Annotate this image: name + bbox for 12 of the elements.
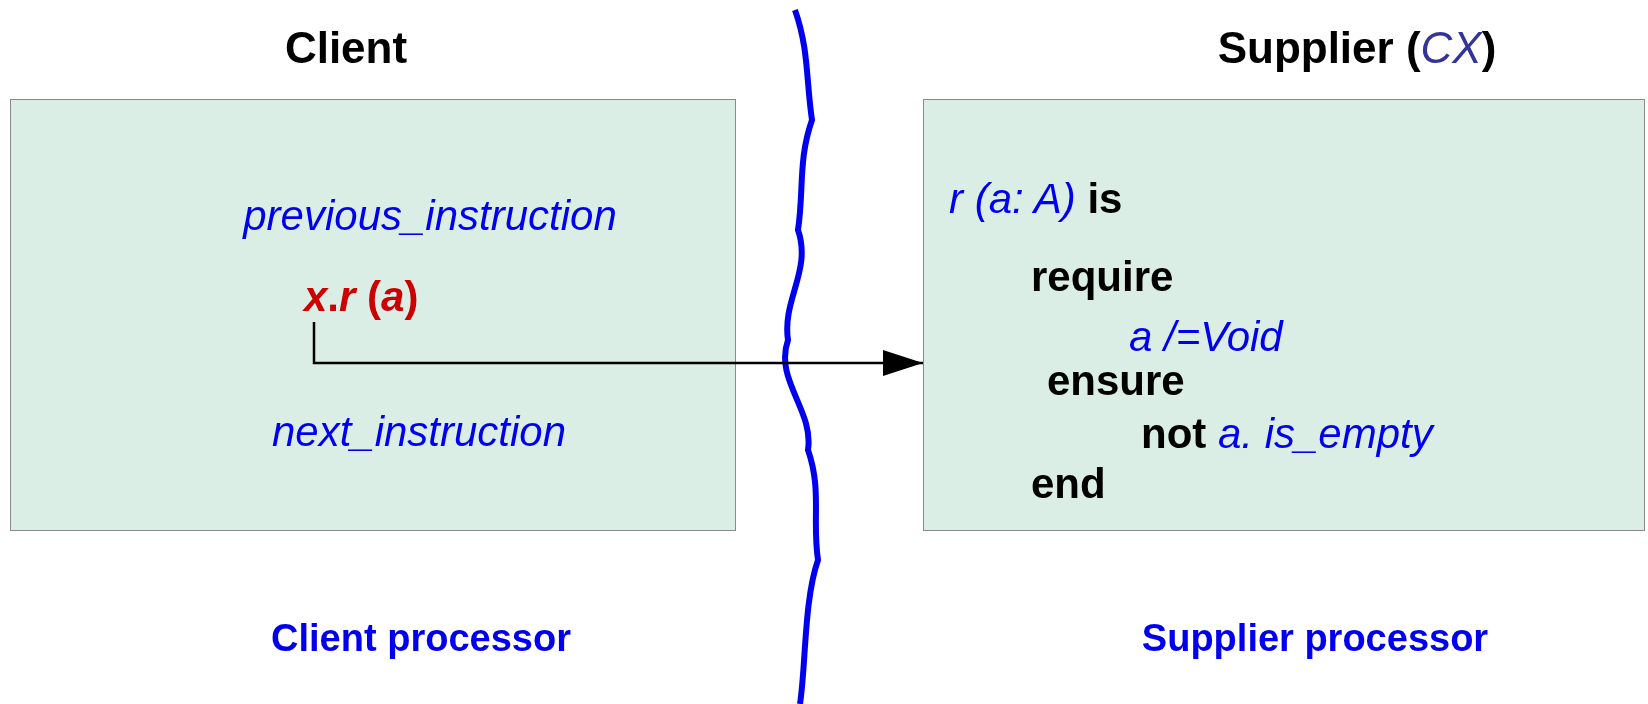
processor-caption: Supplier processor [1141, 618, 1489, 660]
instruction-text: previous_instruction [243, 192, 617, 240]
keyword: end [1031, 460, 1106, 508]
heading: Supplier (CX) [1217, 23, 1497, 73]
postcondition-expression: not a. is_empty [1141, 410, 1433, 458]
routine-signature: r (a: A) is [949, 175, 1123, 223]
keyword: require [1031, 253, 1174, 301]
heading: Client [284, 23, 408, 73]
method-call-text: x.r (a) [304, 273, 419, 321]
instruction-text: next_instruction [271, 408, 567, 456]
processor-caption: Client processor [271, 618, 571, 660]
arrow [312, 322, 923, 376]
